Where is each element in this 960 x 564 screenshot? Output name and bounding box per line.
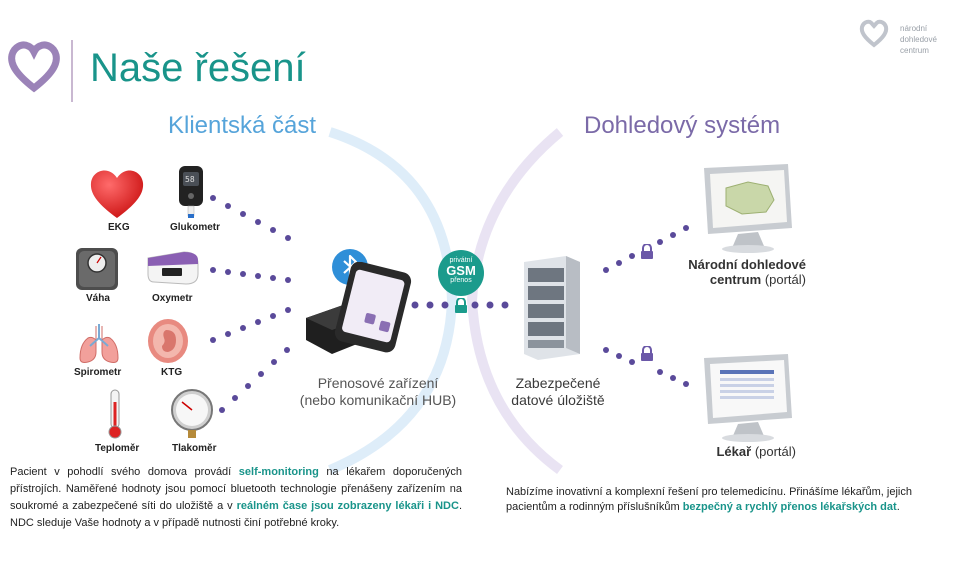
- scale-icon: [74, 246, 120, 297]
- hub-line-1: Přenosové zařízení: [317, 375, 439, 391]
- gsm-line-1: privátní: [449, 257, 473, 264]
- ndc-line-2-rest: (portál): [764, 272, 806, 287]
- page-title: Naše řešení: [90, 46, 306, 90]
- glucometer-screen-value: 58: [185, 175, 195, 184]
- p-left-3: . NDC sleduje Vaše hodnoty a v případě n…: [10, 500, 462, 529]
- p-right-1: Nabízíme inovativní a komplexní řešení p…: [506, 486, 912, 513]
- brand-line-2: dohledové: [900, 35, 937, 44]
- lock-icon-ndc: [640, 243, 654, 265]
- thermometer-icon: [106, 388, 124, 445]
- p-right-2: .: [896, 501, 900, 513]
- lungs-icon: [76, 322, 122, 371]
- gsm-line-3: přenos: [450, 277, 472, 284]
- brand-line-1: národní: [900, 24, 928, 33]
- ndc-caption: Národní dohledové centrum (portál): [660, 257, 806, 287]
- brand-name: národní dohledové centrum: [900, 23, 960, 56]
- glucometer-icon: [176, 164, 206, 225]
- hub-line-2: (nebo komunikační HUB): [299, 392, 457, 408]
- doctor-bold: Lékař: [716, 444, 752, 459]
- device-label-ekg: EKG: [108, 222, 130, 233]
- gsm-badge: privátní GSM přenos: [438, 250, 484, 296]
- brand-heart-icon: [858, 18, 890, 53]
- storage-line-2: datové úložiště: [511, 392, 605, 408]
- ndc-monitor-icon: [696, 162, 800, 259]
- server-icon: [520, 254, 584, 367]
- p-left-2: na lékařem doporučených přístrojích. Nam…: [10, 466, 462, 512]
- device-label-vaha: Váha: [86, 293, 110, 304]
- gsm-line-2: GSM: [446, 263, 476, 278]
- brand-line-3: centrum: [900, 46, 929, 55]
- title-divider: [71, 40, 73, 102]
- device-label-ktg: KTG: [161, 367, 183, 378]
- device-label-tlakomer: Tlakoměr: [172, 443, 217, 454]
- device-label-glukometr: Glukometr: [170, 222, 221, 233]
- device-label-spirometr: Spirometr: [74, 367, 122, 378]
- section-monitoring-title: Dohledový systém: [584, 112, 781, 139]
- ekg-heart-icon: [88, 168, 146, 225]
- device-label-teplomer: Teploměr: [95, 443, 140, 454]
- pressure-gauge-icon: [168, 388, 216, 445]
- p-left-highlight-2: reálném čase jsou zobrazeny lékaři i NDC: [236, 500, 459, 512]
- p-left-highlight-1: self-monitoring: [238, 466, 319, 478]
- ndc-line-2-bold: centrum: [709, 272, 762, 287]
- p-left-1: Pacient v pohodlí svého domova provádí: [10, 466, 239, 478]
- doctor-rest: (portál): [754, 444, 796, 459]
- solution-description: Nabízíme inovativní a komplexní řešení p…: [506, 485, 946, 515]
- client-description: Pacient v pohodlí svého domova provádí s…: [10, 464, 462, 532]
- fetus-icon: [146, 318, 190, 369]
- heart-logo-icon: [6, 38, 62, 99]
- hub-device-icon: [302, 261, 412, 367]
- device-label-oxymetr: Oxymetr: [152, 293, 193, 304]
- lock-icon-doctor: [640, 345, 654, 367]
- doctor-caption: Lékař (portál): [690, 444, 796, 459]
- storage-line-1: Zabezpečené: [515, 375, 601, 391]
- p-right-highlight: bezpečný a rychlý přenos lékařských dat: [682, 501, 897, 513]
- hub-caption: Přenosové zařízení (nebo komunikační HUB…: [278, 375, 478, 409]
- lock-icon: [454, 297, 468, 319]
- oximeter-icon: [144, 246, 202, 293]
- ndc-line-1: Národní dohledové: [688, 257, 806, 272]
- storage-caption: Zabezpečené datové úložiště: [488, 375, 628, 409]
- doctor-monitor-icon: [696, 352, 800, 447]
- section-client-title: Klientská část: [168, 112, 317, 139]
